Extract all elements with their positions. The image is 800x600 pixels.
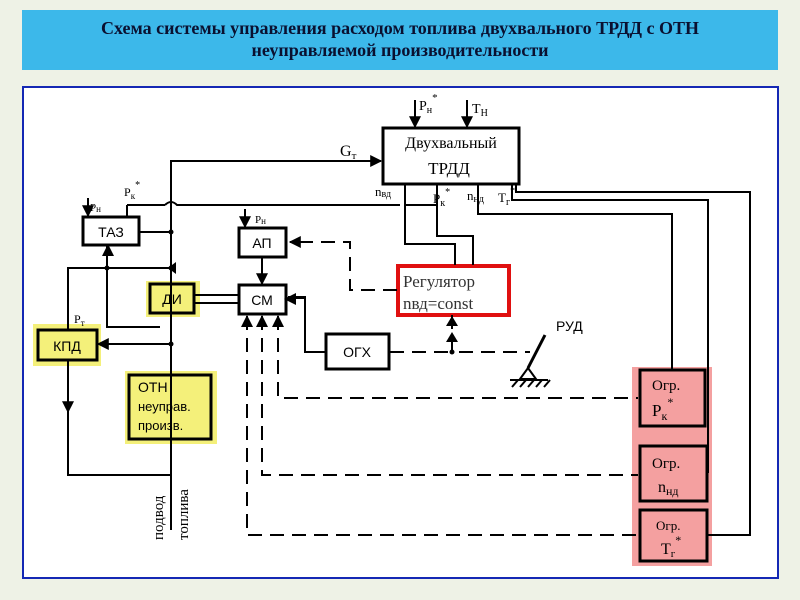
pk-label: Pк* bbox=[433, 187, 450, 209]
di-highlight bbox=[146, 281, 200, 317]
ogr-pk-symbol: Pк* bbox=[652, 395, 673, 423]
ogr-t-label: Огр. bbox=[656, 518, 680, 533]
taz-label: ТАЗ bbox=[98, 224, 124, 240]
regulator-label-1: Регулятор bbox=[403, 272, 475, 291]
sm-label: СМ bbox=[251, 292, 273, 308]
otn-label-3: произв. bbox=[138, 418, 183, 433]
title-line-2: неуправляемой производительности bbox=[251, 40, 549, 60]
ogr-n-symbol: nнд bbox=[658, 479, 679, 498]
otn-label-2: неуправ. bbox=[138, 399, 191, 414]
tg-label: Tг* bbox=[498, 186, 515, 208]
nnd-label: nнд bbox=[467, 188, 484, 205]
pk-taz-label: Pк* bbox=[124, 180, 140, 201]
pt-label: Pт bbox=[74, 312, 85, 328]
ogr-pk-block bbox=[638, 368, 707, 428]
ogr-pk-label: Огр. bbox=[652, 378, 680, 394]
ap-label: АП bbox=[252, 235, 271, 251]
gt-label: Gт bbox=[340, 143, 357, 162]
kpd-label: КПД bbox=[53, 338, 81, 354]
di-label: ДИ bbox=[162, 291, 182, 307]
regulator-label-2: nвд=const bbox=[403, 294, 474, 313]
ogx-label: ОГХ bbox=[343, 344, 371, 360]
ogx-block bbox=[324, 332, 391, 371]
fuel-label-2: топлива bbox=[176, 489, 192, 540]
regulator-block bbox=[396, 264, 511, 317]
engine-label-1: Двухвальный bbox=[405, 135, 497, 152]
pn-taz-label: Pн bbox=[90, 202, 101, 214]
taz-block bbox=[81, 215, 141, 247]
limiters-highlight bbox=[632, 367, 712, 566]
rud-label: РУД bbox=[556, 318, 583, 334]
fuel-label-1: подвод bbox=[151, 495, 167, 540]
ogr-n-block bbox=[638, 444, 709, 503]
ogr-t-block bbox=[638, 508, 709, 563]
title-banner: Схема системы управления расходом топлив… bbox=[22, 10, 778, 70]
ogr-t-symbol: Tг* bbox=[661, 533, 681, 560]
pn-ap-label: Pн bbox=[255, 214, 266, 226]
title-line-1: Схема системы управления расходом топлив… bbox=[101, 18, 699, 38]
pn-top-label: Pн* bbox=[419, 92, 438, 116]
tn-top-label: TН bbox=[472, 102, 488, 119]
engine-block bbox=[381, 126, 521, 186]
nvd-label: nвд bbox=[375, 184, 391, 200]
engine-label-2: ТРДД bbox=[428, 159, 470, 178]
otn-label-1: ОТН bbox=[138, 379, 168, 395]
ogr-n-label: Огр. bbox=[652, 456, 680, 472]
